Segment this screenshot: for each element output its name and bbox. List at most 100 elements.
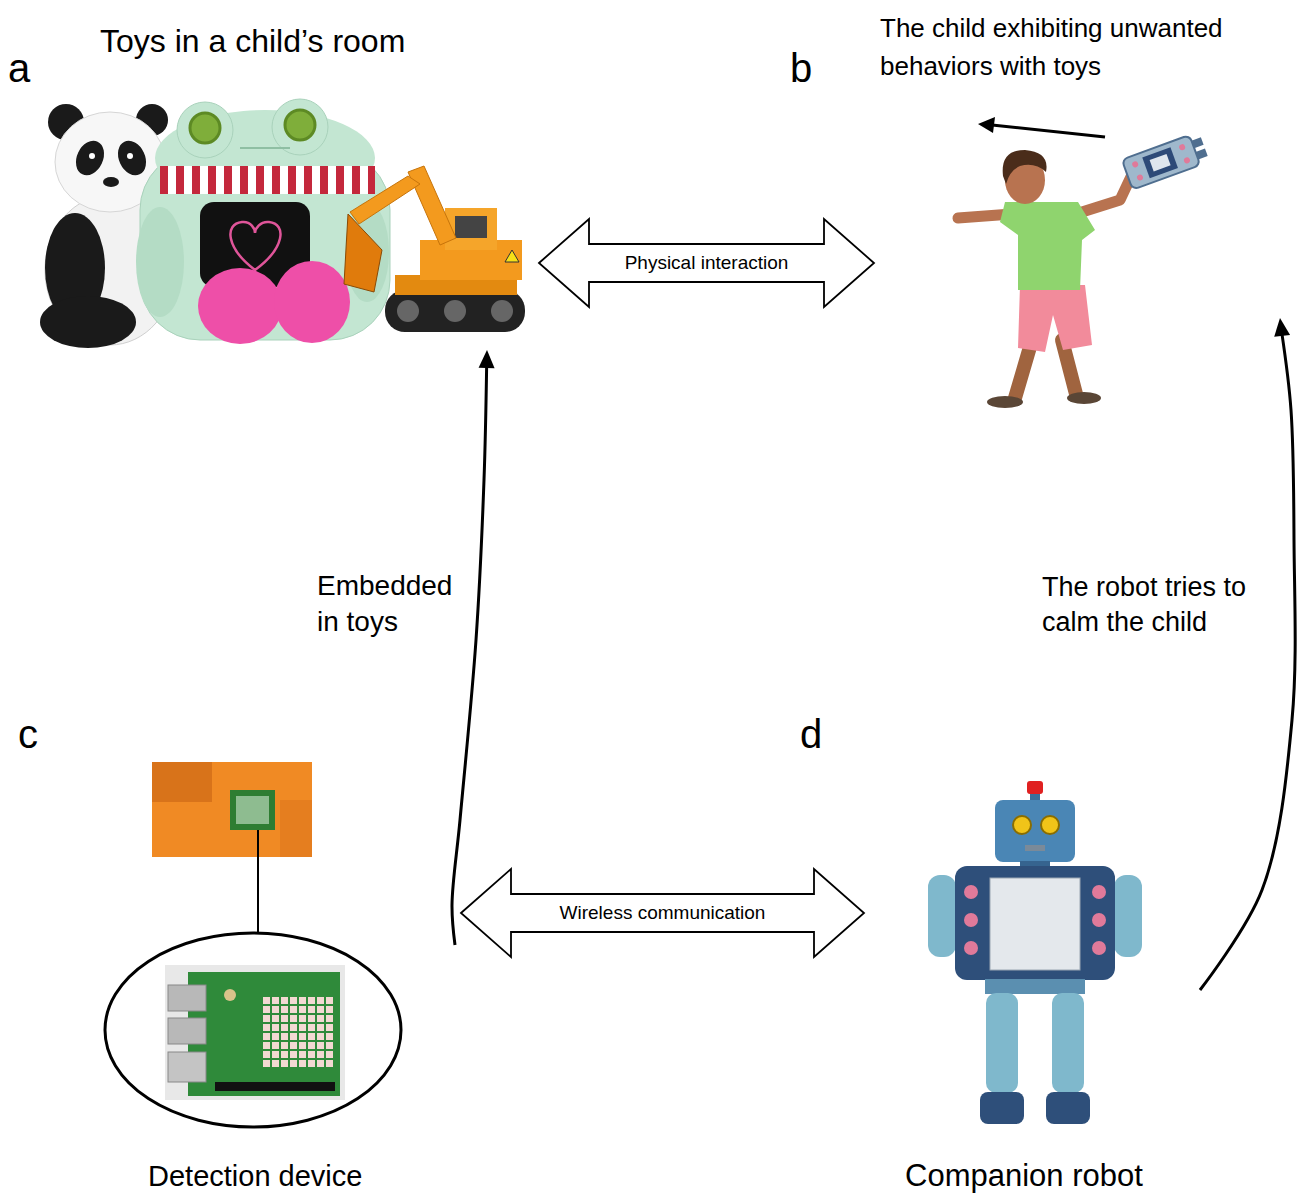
connector-label: Embedded in toys bbox=[315, 568, 467, 641]
detection-device-photos bbox=[105, 762, 401, 1127]
robot-button bbox=[1092, 885, 1106, 899]
toy-robot-hand bbox=[1196, 148, 1208, 159]
gpio-header bbox=[215, 1082, 335, 1091]
arrowhead bbox=[1274, 318, 1290, 337]
track-wheel bbox=[444, 300, 466, 322]
frog-eye bbox=[190, 113, 220, 143]
figure-panel: The child exhibiting unwanted behaviors … bbox=[878, 8, 1280, 410]
toy-closeup-shade bbox=[152, 762, 212, 802]
toy-robot-hand bbox=[1191, 137, 1203, 148]
curved-arrow bbox=[1200, 332, 1295, 990]
motion-arrowhead bbox=[978, 117, 995, 133]
toy-robot-screen bbox=[1150, 154, 1171, 171]
robot-button bbox=[964, 941, 978, 955]
led-matrix bbox=[262, 996, 334, 1068]
robot-button bbox=[1092, 941, 1106, 955]
track-wheel bbox=[491, 300, 513, 322]
child-shorts bbox=[1018, 285, 1092, 352]
panel-title: Toys in a child’s room bbox=[100, 22, 520, 60]
toy-robot-button bbox=[1183, 157, 1191, 165]
robot-arm bbox=[928, 875, 956, 957]
connector-label: Wireless communication bbox=[558, 901, 768, 926]
toy-robot-button bbox=[1131, 160, 1139, 168]
panda-eye-patch bbox=[113, 136, 152, 180]
robot-screen bbox=[990, 878, 1080, 970]
panel-caption: Detection device bbox=[148, 1160, 448, 1193]
child-shoe bbox=[987, 396, 1023, 408]
toy-closeup-shade bbox=[280, 800, 312, 857]
connector-label: The robot tries to calm the child bbox=[1040, 570, 1279, 640]
robot-foot bbox=[1046, 1092, 1090, 1124]
zoom-ellipse bbox=[105, 933, 401, 1127]
arrowhead bbox=[479, 350, 495, 368]
panel-letter: b bbox=[790, 46, 812, 90]
companion-robot-figure bbox=[928, 781, 1142, 1124]
double-block-arrow bbox=[539, 219, 874, 307]
robot-eye bbox=[1013, 816, 1031, 834]
toy-robot-button bbox=[1178, 143, 1186, 151]
excavator-track bbox=[385, 290, 525, 332]
panel-caption: Companion robot bbox=[905, 1158, 1195, 1194]
robot-leg bbox=[986, 993, 1018, 1093]
robot-foot bbox=[980, 1092, 1024, 1124]
frog-eye-stalk bbox=[272, 99, 328, 155]
panel-title: The child exhibiting unwanted behaviors … bbox=[880, 10, 1278, 85]
excavator-toy bbox=[344, 166, 525, 332]
panda-nose bbox=[103, 177, 119, 187]
robot-head bbox=[995, 800, 1075, 862]
leader-line bbox=[257, 830, 259, 933]
robot-mouth bbox=[1025, 845, 1045, 851]
embedded-board-leds bbox=[236, 796, 269, 824]
frog-arm bbox=[136, 207, 184, 317]
sensor-board bbox=[188, 972, 340, 1096]
board-photo bbox=[165, 965, 345, 1100]
robot-button bbox=[964, 885, 978, 899]
double-block-arrow bbox=[461, 869, 864, 957]
frog-foot bbox=[274, 261, 350, 343]
excavator-bucket bbox=[344, 214, 382, 292]
toy-robot-body bbox=[1122, 135, 1201, 190]
warning-sign bbox=[505, 250, 519, 262]
robot-eye bbox=[1041, 816, 1059, 834]
heart-icon bbox=[230, 222, 280, 270]
toy-robot-button bbox=[1136, 174, 1144, 182]
figure-panel: Detection device bbox=[100, 755, 455, 1195]
panda-eye-patch bbox=[71, 136, 110, 180]
excavator-cab bbox=[445, 208, 497, 250]
robot-waist bbox=[985, 979, 1085, 994]
panda-eye bbox=[127, 153, 133, 159]
connector-group bbox=[539, 219, 874, 307]
curved-arrow bbox=[452, 364, 487, 945]
connector-group bbox=[1200, 318, 1295, 990]
frog-plush-toy bbox=[136, 99, 390, 344]
robot-button bbox=[1092, 913, 1106, 927]
track-wheel bbox=[397, 300, 419, 322]
panda-eye bbox=[89, 153, 95, 159]
child-hair bbox=[1003, 150, 1047, 184]
frog-stripe-band bbox=[160, 166, 375, 194]
frog-mouth bbox=[240, 147, 290, 149]
usb-port bbox=[168, 985, 206, 1011]
child-shoe bbox=[1067, 392, 1101, 404]
usb-port bbox=[168, 1018, 206, 1044]
panel-letter: c bbox=[18, 712, 38, 756]
connector-group bbox=[452, 350, 495, 945]
held-toy-robot bbox=[1122, 132, 1210, 190]
cab-window bbox=[455, 216, 487, 238]
ethernet-port bbox=[168, 1052, 206, 1082]
figure-panel: Toys in a child’s room bbox=[40, 20, 535, 350]
toy-closeup-photo bbox=[152, 762, 312, 857]
embedded-board bbox=[230, 790, 275, 830]
robot-arm bbox=[1114, 875, 1142, 957]
robot-antenna-light bbox=[1027, 781, 1043, 794]
excavator-boom bbox=[408, 166, 456, 245]
motion-arrow bbox=[992, 125, 1105, 137]
figure-panel: Companion robot bbox=[870, 755, 1200, 1195]
frog-eye-stalk bbox=[177, 102, 233, 158]
toy-robot-panel bbox=[1142, 147, 1178, 178]
frog-foot bbox=[198, 268, 282, 344]
robot-leg bbox=[1052, 993, 1084, 1093]
connector-group bbox=[461, 869, 864, 957]
